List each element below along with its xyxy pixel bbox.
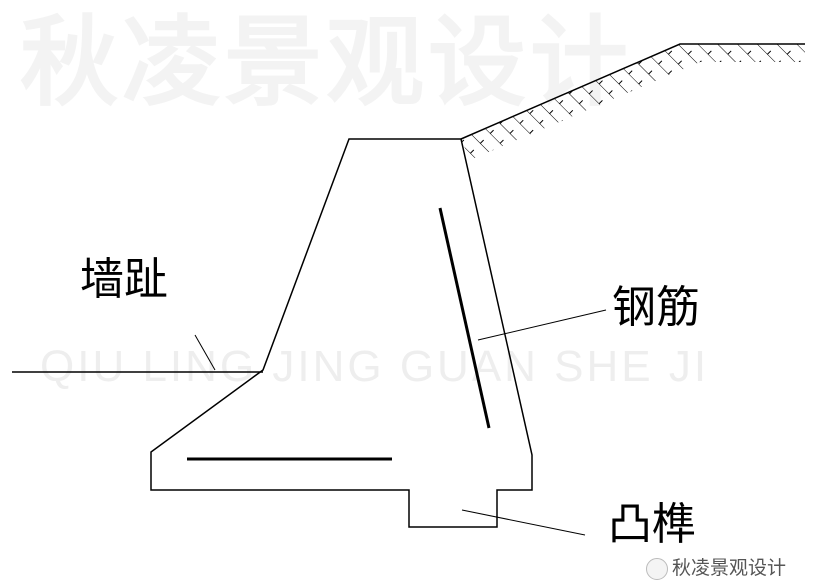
shear-key-label: 凸榫 xyxy=(608,499,696,550)
vertical-rebar xyxy=(438,207,491,429)
soil-hatch xyxy=(461,44,805,160)
slope-line xyxy=(460,43,805,140)
rebar-label: 钢筋 xyxy=(612,282,700,333)
toe-leader xyxy=(194,334,216,371)
watermark-text: 秋凌景观设计 xyxy=(20,6,633,120)
toe-label: 墙趾 xyxy=(80,254,168,305)
wall-outline xyxy=(150,138,533,528)
corner-watermark: 秋凌景观设计 xyxy=(672,557,787,579)
watermark-pinyin: QIU LING JING GUAN SHE JI xyxy=(40,342,710,391)
rebar-leader xyxy=(477,309,607,341)
wechat-icon xyxy=(646,558,668,580)
key-leader xyxy=(461,509,586,536)
